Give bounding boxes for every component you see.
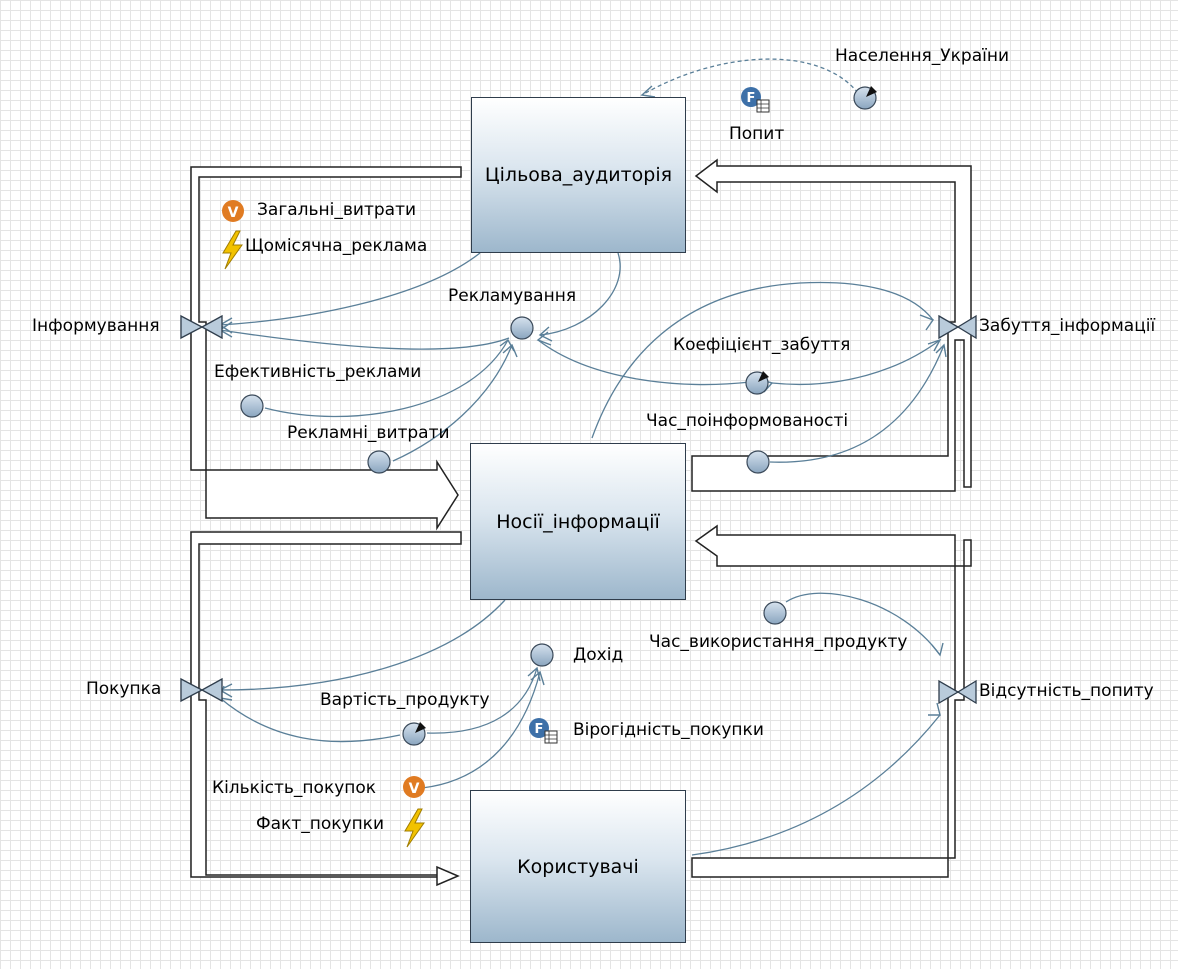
stock-users[interactable]: Користувачі [470, 790, 686, 943]
label-purchase-fact: Факт_покупки [256, 814, 384, 834]
link-cost-to-purchase [219, 697, 401, 743]
pipe-no-demand [691, 524, 972, 878]
link-cost-to-income [426, 667, 538, 734]
flow-pipes [190, 158, 972, 887]
dynamic-variable-icon[interactable]: V [222, 200, 244, 222]
flow-label-forgetting: Забуття_інформації [979, 316, 1156, 336]
dynamic-variable-icon[interactable]: V [403, 776, 425, 798]
table-function-icon[interactable]: F [529, 718, 558, 744]
event-lightning-icon[interactable] [222, 230, 243, 270]
stock-label: Користувачі [517, 855, 639, 878]
awareness-time-parameter[interactable] [746, 450, 770, 474]
label-monthly-ads: Щомісячна_реклама [245, 236, 428, 256]
link-coefficient-to-forgetting [771, 339, 941, 386]
pipe-informing [190, 166, 462, 531]
svg-text:V: V [228, 205, 239, 221]
label-purchase-probability: Вірогідність_покупки [573, 720, 764, 740]
event-lightning-icon[interactable] [404, 808, 425, 848]
svg-text:F: F [747, 91, 756, 106]
stock-target-audience[interactable]: Цільова_аудиторія [471, 97, 686, 253]
label-product-cost: Вартість_продукту [320, 690, 490, 710]
link-carriers-to-purchase [219, 599, 506, 691]
link-population-to-audience [641, 58, 859, 96]
label-demand: Попит [729, 124, 785, 144]
link-carriers-to-forgetting [591, 281, 934, 439]
label-advertising: Рекламування [448, 286, 577, 306]
link-purchases-to-income [421, 671, 541, 789]
pipe-forgetting [691, 158, 972, 492]
label-population: Населення_України [835, 46, 1010, 66]
link-effectiveness-to-advertising [264, 339, 509, 418]
link-audience-to-advertising [539, 252, 621, 336]
svg-text:V: V [409, 781, 420, 797]
usage-time-parameter[interactable] [763, 601, 787, 625]
label-awareness-time: Час_поінформованості [646, 411, 849, 431]
table-function-icon[interactable]: F [741, 87, 770, 113]
parameter-markers [415, 86, 877, 733]
label-total-costs: Загальні_витрати [257, 200, 417, 220]
label-forgetting-coefficient: Коефіцієнт_забуття [673, 335, 851, 355]
links [219, 58, 945, 856]
label-ad-costs: Рекламні_витрати [287, 423, 450, 443]
ad-effectiveness-parameter[interactable] [240, 394, 264, 418]
svg-text:F: F [535, 722, 544, 737]
valve-forgetting[interactable] [938, 314, 977, 340]
link-advertising-to-informing [219, 329, 510, 350]
link-coefficient-to-advertising [537, 339, 751, 386]
label-ad-effectiveness: Ефективність_реклами [214, 362, 422, 382]
link-adcosts-to-advertising [392, 344, 513, 462]
stock-label: Носії_інформації [496, 510, 660, 533]
flow-label-no-demand: Відсутність_попиту [979, 681, 1154, 701]
flow-label-purchase: Покупка [86, 679, 162, 699]
ad-costs-parameter[interactable] [367, 450, 391, 474]
link-users-to-nodemand [691, 714, 941, 856]
valve-no-demand[interactable] [938, 679, 977, 705]
stock-label: Цільова_аудиторія [484, 164, 673, 186]
link-audience-to-informing [219, 252, 481, 326]
valve-informing[interactable] [180, 314, 223, 340]
label-purchase-count: Кількість_покупок [212, 778, 377, 798]
pipe-purchase [190, 531, 462, 887]
link-time-to-forgetting [769, 344, 945, 463]
income-auxiliary[interactable] [530, 643, 554, 667]
valve-purchase[interactable] [180, 677, 223, 703]
label-income: Дохід [573, 645, 624, 665]
link-usage-to-nodemand [785, 592, 941, 656]
label-usage-time: Час_використання_продукту [649, 632, 908, 652]
advertising-auxiliary[interactable] [510, 316, 534, 340]
flow-label-informing: Інформування [32, 316, 160, 336]
stock-info-carriers[interactable]: Носії_інформації [470, 443, 686, 600]
